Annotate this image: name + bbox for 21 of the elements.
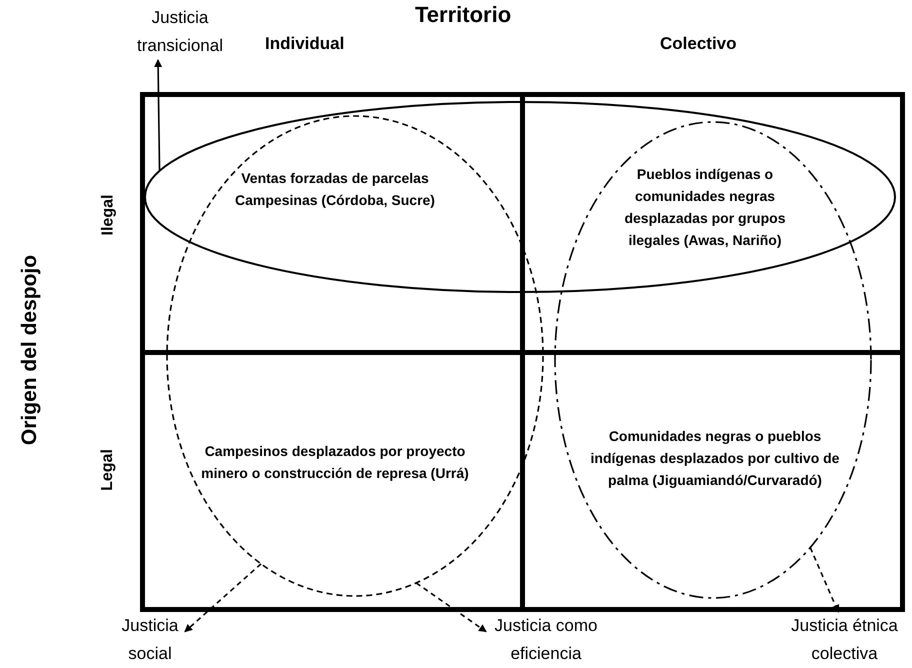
cell-text: Comunidades negras o pueblos indígenas desplazados por cultivo de palma (Jiguamiandó/Curvaradó) — [590, 427, 840, 490]
dash-dot-ellipse — [554, 121, 872, 599]
axis-label: Legal — [98, 449, 117, 491]
leader-arrow — [184, 563, 262, 632]
cell-text: Campesinos desplazados por proyecto minero o construcción de represa (Urrá) — [200, 442, 470, 483]
dashed-ellipse — [166, 115, 544, 597]
cell-text: Ventas forzadas de parcelas Campesinas (Córdoba, Sucre) — [234, 169, 436, 210]
justice-label: Justicia social — [115, 612, 185, 668]
justice-label: Justicia transicional — [125, 4, 235, 60]
column-header: Colectivo — [660, 34, 737, 54]
column-header: Territorio — [415, 2, 512, 28]
leader-arrow — [810, 547, 840, 613]
axis-label: Origen del despojo — [18, 254, 42, 446]
justice-label: Justicia como eficiencia — [486, 612, 606, 668]
leader-arrow — [154, 59, 162, 171]
axis-label: Ilegal — [98, 194, 117, 236]
column-header: Individual — [265, 34, 344, 54]
justice-label: Justicia étnica colectiva — [782, 612, 907, 668]
solid-ellipse — [144, 101, 896, 293]
leader-arrow — [416, 582, 487, 632]
cell-text: Pueblos indígenas o comunidades negras desplazadas por grupos ilegales (Awas, Nariño) — [623, 165, 787, 250]
